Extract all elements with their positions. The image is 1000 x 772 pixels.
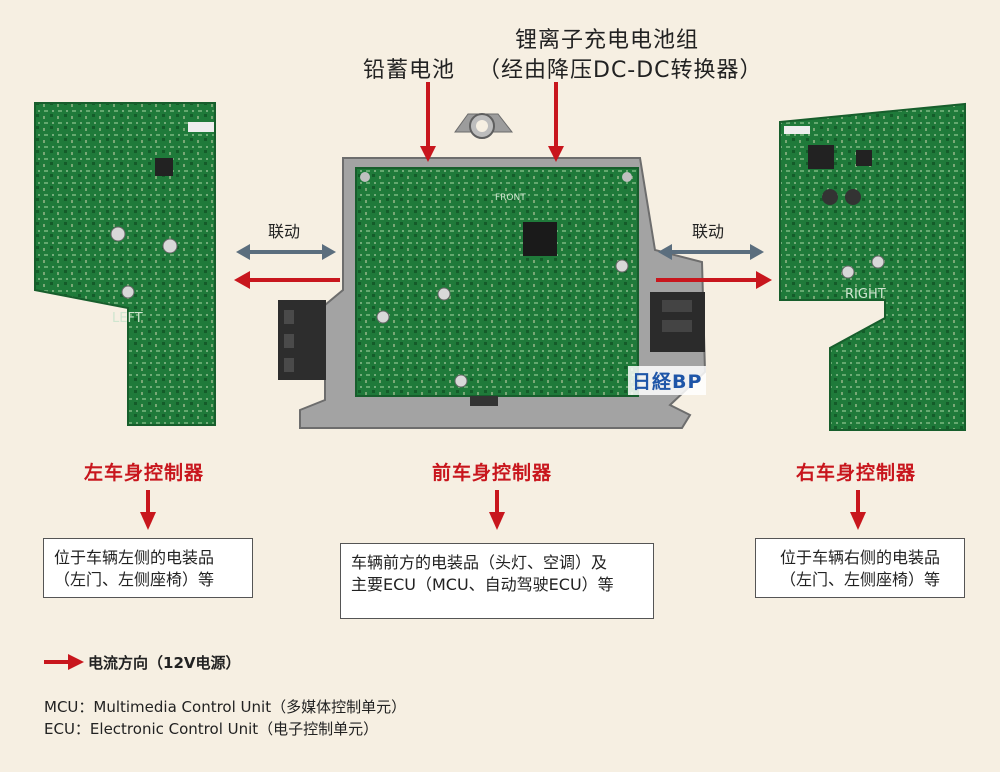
front-controller-title: 前车身控制器 <box>432 462 553 484</box>
nikkei-bp-watermark: 日経BP <box>628 366 707 395</box>
lead-battery-arrow <box>420 82 436 162</box>
left-link-arrow <box>236 244 336 260</box>
left-desc-line1: 位于车辆左侧的电装品 <box>54 548 215 567</box>
right-controller-desc: 位于车辆右侧的电装品 （左门、左侧座椅）等 <box>755 538 965 598</box>
ecu-note: ECU：Electronic Control Unit（电子控制单元） <box>44 720 379 738</box>
front-board-mark: FRONT <box>495 193 526 203</box>
legend-label: 电流方向（12V电源） <box>88 654 241 672</box>
left-board-mark: LEFT <box>112 311 143 326</box>
left-board: LEFT <box>34 102 216 426</box>
legend-arrow <box>44 654 84 670</box>
lead-battery-label: 铅蓄电池 <box>363 58 456 83</box>
right-desc-line2: （左门、左侧座椅）等 <box>779 570 940 589</box>
right-desc-line1: 位于车辆右侧的电装品 <box>779 548 940 567</box>
front-desc-line1: 车辆前方的电装品（头灯、空调）及 <box>351 553 608 572</box>
front-desc-line2: 主要ECU（MCU、自动驾驶ECU）等 <box>351 575 614 594</box>
left-controller-desc: 位于车辆左侧的电装品 （左门、左侧座椅）等 <box>43 538 253 598</box>
front-housing: FRONT <box>278 113 707 429</box>
left-controller-title: 左车身控制器 <box>84 462 205 484</box>
li-battery-arrow <box>548 82 564 162</box>
right-controller-title: 右车身控制器 <box>796 462 917 484</box>
right-link-label: 联动 <box>692 222 725 241</box>
right-current-arrow <box>656 271 772 289</box>
right-down-arrow <box>850 490 866 530</box>
li-battery-label-line2: （经由降压DC-DC转换器） <box>478 58 763 83</box>
right-board: RIGHT <box>779 102 966 431</box>
left-down-arrow <box>140 490 156 530</box>
front-down-arrow <box>489 490 505 530</box>
li-battery-label-line1: 锂离子充电电池组 <box>515 28 700 53</box>
right-link-arrow <box>658 244 764 260</box>
left-current-arrow <box>234 271 340 289</box>
right-board-mark: RIGHT <box>845 287 886 302</box>
left-desc-line2: （左门、左侧座椅）等 <box>54 570 215 589</box>
left-link-label: 联动 <box>268 222 301 241</box>
mcu-note: MCU：Multimedia Control Unit（多媒体控制单元） <box>44 698 407 716</box>
front-controller-desc: 车辆前方的电装品（头灯、空调）及 主要ECU（MCU、自动驾驶ECU）等 <box>340 543 654 619</box>
